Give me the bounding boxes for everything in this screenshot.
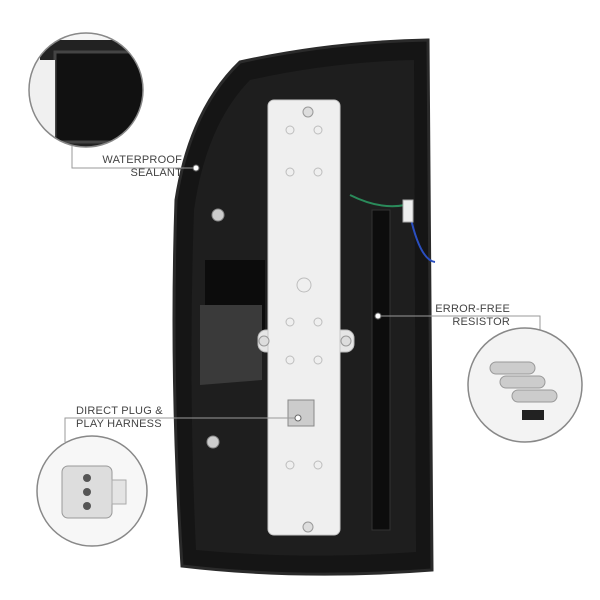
right-channel [371,209,391,531]
harness-label: DIRECT PLUG & PLAY HARNESS [76,405,163,430]
nut-icon [206,435,220,449]
screw-icon [302,521,314,533]
sealant-leader-line [71,146,196,169]
resistor-label: ERROR-FREE RESISTOR [435,303,510,328]
led-board [267,99,341,536]
reflector-mid [200,305,262,385]
wire-connector [402,199,414,223]
screw-icon [258,335,270,347]
sealant-detail-circle [28,32,144,148]
harness-detail-circle [36,435,148,547]
screw-icon [302,106,314,118]
sealant-label: WATERPROOF SEALANT [102,154,182,179]
wire-green [349,194,406,208]
harness-leader-line [64,417,298,442]
screw-icon [340,335,352,347]
resistor-leader-line [378,315,541,332]
harness-plug [287,399,315,427]
nut-icon [211,208,225,222]
resistor-detail-circle [467,327,583,443]
